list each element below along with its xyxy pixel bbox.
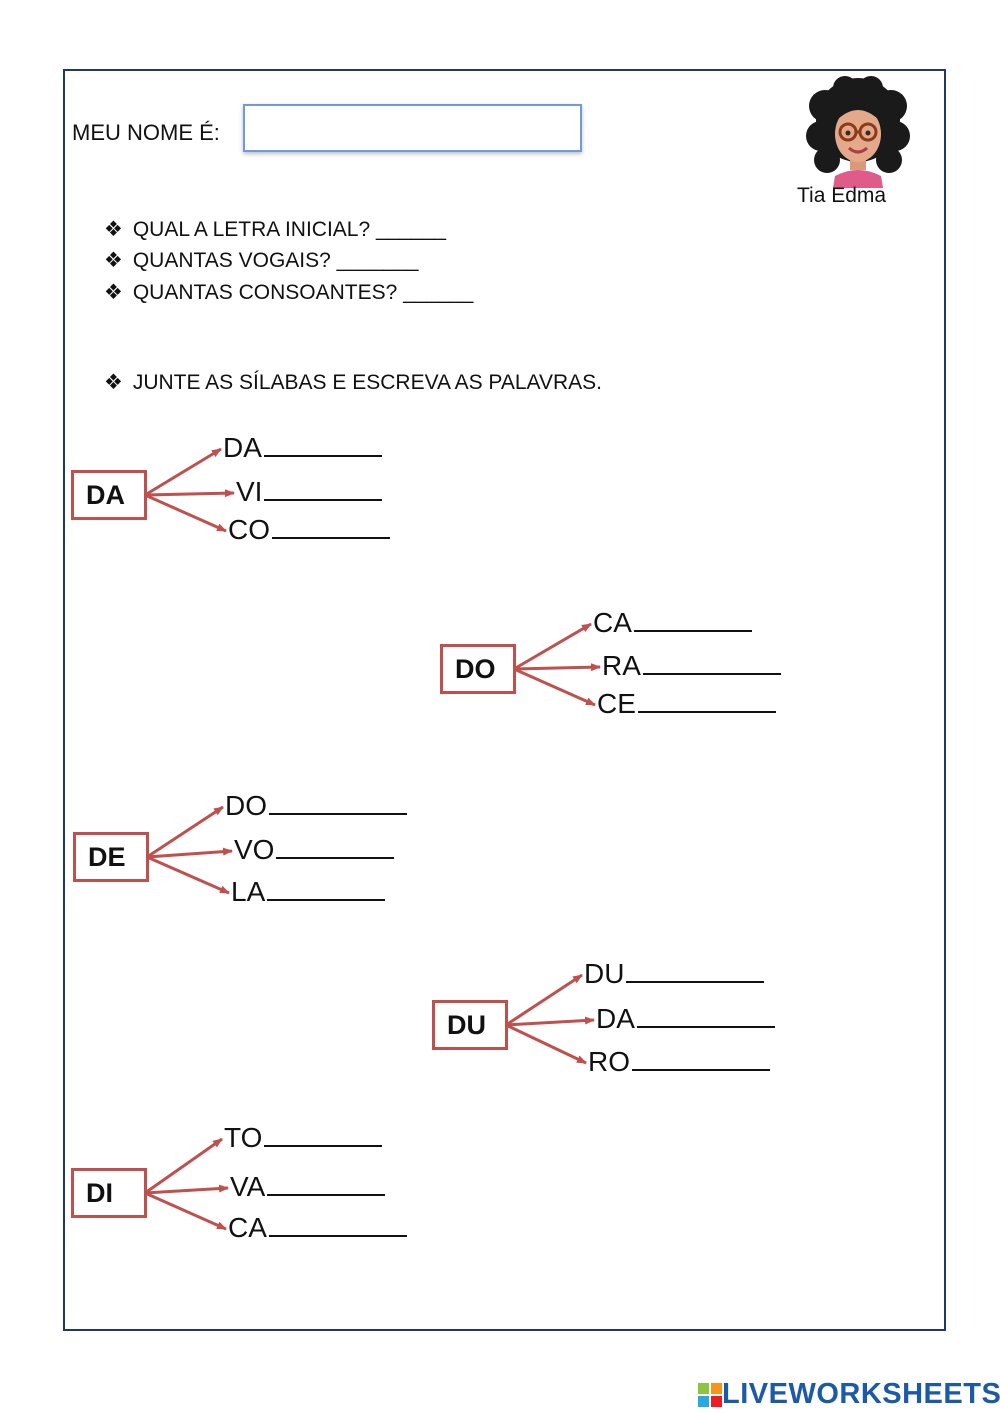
syllable-row: DO	[225, 790, 407, 822]
answer-line[interactable]	[642, 669, 781, 675]
syllable-row: DA	[596, 1003, 775, 1035]
arrow	[513, 667, 596, 707]
syllable-row: CE	[597, 688, 776, 720]
liveworksheets-logo: LIVEWORKSHEETS	[698, 1378, 1000, 1411]
question-text: QUANTAS CONSOANTES?	[132, 281, 398, 304]
arrow	[505, 973, 583, 1027]
answer-line[interactable]	[268, 1231, 407, 1237]
instruction: ❖ JUNTE AS SÍLABAS E ESCREVA AS PALAVRAS.	[104, 370, 602, 395]
syllable-text: CA	[593, 607, 632, 638]
logo-icon	[698, 1382, 722, 1407]
bullet-icon: ❖	[104, 218, 123, 241]
syllable-text: TO	[224, 1122, 263, 1153]
syllable-row: VO	[234, 834, 395, 866]
syllable-text: VA	[230, 1171, 266, 1202]
question-text: QUANTAS VOGAIS?	[132, 249, 331, 272]
worksheet-frame	[63, 69, 946, 1331]
syllable-text: DU	[584, 958, 625, 989]
arrow	[144, 1184, 229, 1195]
question-consonants: ❖ QUANTAS CONSOANTES? ______	[104, 280, 473, 305]
syllable-row: CA	[593, 607, 752, 639]
syllable-text: VI	[236, 476, 263, 507]
syllable-text: RA	[602, 650, 641, 681]
syllable-row: TO	[224, 1122, 383, 1154]
syllable-row: VI	[236, 476, 383, 508]
answer-line[interactable]	[636, 1022, 775, 1028]
arrow	[146, 855, 230, 895]
answer-line[interactable]	[632, 1065, 770, 1071]
syllable-row: DA	[223, 432, 382, 464]
answer-line[interactable]	[264, 495, 383, 501]
syllable-root-box: DE	[73, 832, 149, 882]
syllable-row: CA	[228, 1212, 407, 1244]
arrow	[144, 489, 235, 498]
answer-blank[interactable]: ______	[403, 281, 474, 304]
arrow	[505, 1016, 595, 1027]
answer-line[interactable]	[637, 707, 776, 713]
question-initial-letter: ❖ QUAL A LETRA INICIAL? ______	[104, 217, 446, 242]
answer-line[interactable]	[267, 895, 386, 901]
syllable-row: RA	[602, 650, 781, 682]
syllable-root-box: DU	[432, 1000, 508, 1050]
arrow	[513, 663, 601, 672]
syllable-text: DO	[225, 790, 267, 821]
syllable-text: LA	[231, 876, 266, 907]
syllable-text: VO	[234, 834, 275, 865]
question-vowels: ❖ QUANTAS VOGAIS? _______	[104, 248, 418, 273]
syllable-row: VA	[230, 1171, 386, 1203]
arrow	[144, 447, 222, 497]
name-input[interactable]	[243, 104, 582, 152]
bullet-icon: ❖	[104, 249, 123, 272]
answer-line[interactable]	[633, 626, 752, 632]
avatar-caption: Tia Edma	[797, 184, 887, 207]
syllable-root-box: DO	[440, 644, 516, 694]
syllable-row: RO	[588, 1046, 770, 1078]
question-text: QUAL A LETRA INICIAL?	[132, 218, 371, 241]
bullet-icon: ❖	[104, 281, 123, 304]
syllable-row: LA	[231, 876, 386, 908]
syllable-text: CE	[597, 688, 636, 719]
answer-line[interactable]	[272, 533, 390, 539]
arrow	[146, 805, 224, 859]
syllable-text: RO	[588, 1046, 630, 1077]
brand-text: LIVEWORKSHEETS	[722, 1378, 1000, 1410]
arrow	[146, 847, 233, 859]
syllable-row: CO	[228, 514, 390, 546]
arrow	[505, 1023, 587, 1065]
answer-line[interactable]	[626, 977, 765, 983]
answer-blank[interactable]: ______	[376, 218, 447, 241]
answer-line[interactable]	[263, 451, 382, 457]
syllable-row: DU	[584, 958, 765, 990]
syllable-text: CA	[228, 1212, 267, 1243]
syllable-text: DA	[223, 432, 262, 463]
arrow	[144, 493, 227, 533]
answer-line[interactable]	[264, 1141, 383, 1147]
syllable-root-box: DI	[71, 1168, 147, 1218]
answer-blank[interactable]: _______	[336, 249, 419, 272]
avatar	[805, 76, 911, 188]
answer-line[interactable]	[267, 1190, 386, 1196]
arrow	[144, 1191, 227, 1231]
arrow	[144, 1137, 223, 1195]
answer-line[interactable]	[276, 853, 395, 859]
bullet-icon: ❖	[104, 371, 123, 394]
answer-line[interactable]	[269, 809, 407, 815]
syllable-root-box: DA	[71, 470, 147, 520]
instruction-text: JUNTE AS SÍLABAS E ESCREVA AS PALAVRAS.	[132, 371, 603, 394]
name-label: MEU NOME É:	[72, 120, 220, 145]
arrow	[513, 622, 592, 671]
syllable-text: DA	[596, 1003, 635, 1034]
syllable-text: CO	[228, 514, 270, 545]
